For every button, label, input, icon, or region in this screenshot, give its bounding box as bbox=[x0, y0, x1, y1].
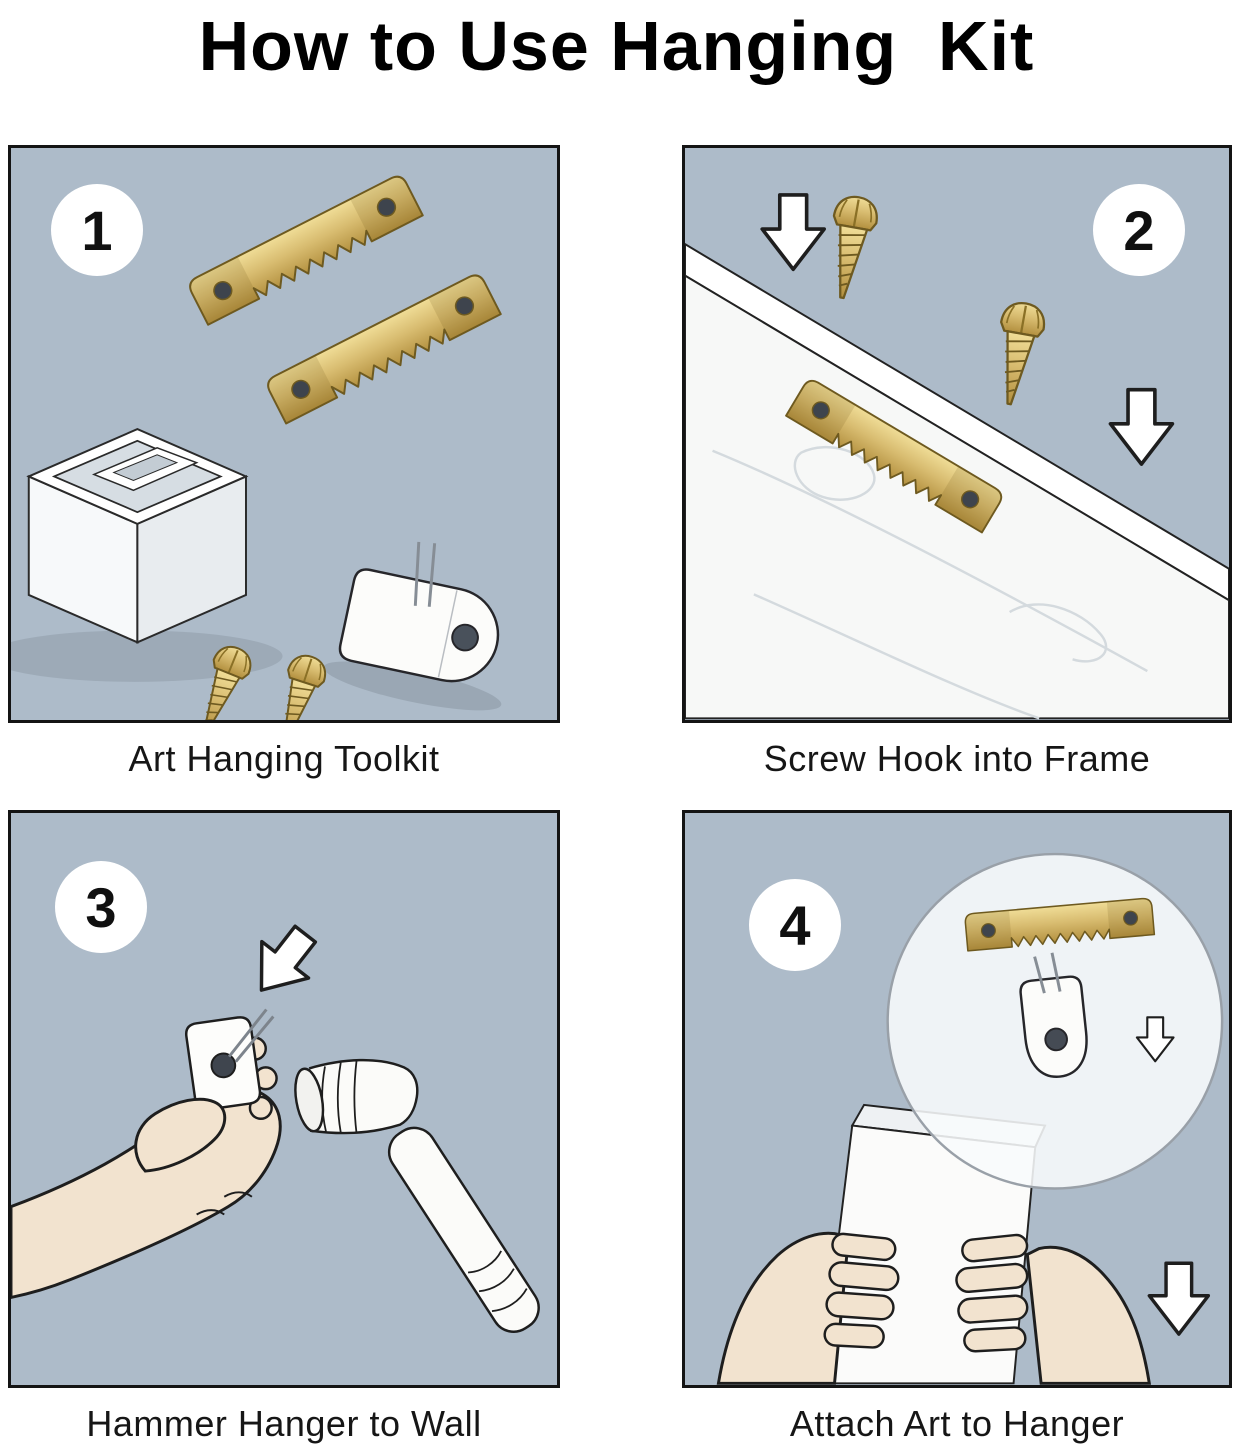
thumb-illustration bbox=[134, 1098, 227, 1173]
screw-icon bbox=[819, 192, 882, 303]
screw-icon bbox=[296, 717, 359, 720]
panel-1-box: 1 bbox=[8, 145, 560, 723]
step-2-badge: 2 bbox=[1093, 184, 1185, 276]
down-arrow-icon bbox=[760, 193, 827, 272]
toolkit-illustration bbox=[11, 172, 502, 720]
hammer-icon bbox=[294, 1059, 540, 1334]
panel-step-2: 2 Screw Hook into Frame bbox=[682, 145, 1232, 780]
panel-step-3: 3 Hammer Hanger to Wall bbox=[8, 810, 560, 1445]
screw-icon bbox=[986, 298, 1049, 409]
panel-4-caption: Attach Art to Hanger bbox=[789, 1403, 1125, 1445]
wall-hook-icon bbox=[323, 541, 502, 711]
left-hand-illustration bbox=[716, 1232, 900, 1385]
panel-3-caption: Hammer Hanger to Wall bbox=[86, 1403, 482, 1445]
step-4-badge: 4 bbox=[749, 879, 841, 972]
sawtooth-hanger-icon bbox=[185, 172, 424, 326]
down-left-arrow-icon bbox=[236, 914, 331, 1011]
panel-2-caption: Screw Hook into Frame bbox=[763, 738, 1151, 779]
down-arrow-icon bbox=[1147, 1261, 1211, 1337]
panel-4-box: 4 bbox=[682, 810, 1232, 1389]
screw-into-frame-illustration bbox=[685, 192, 1229, 720]
steps-grid: 1 Art Hanging Toolkit 2 Sc bbox=[8, 145, 1233, 1445]
down-arrow-icon bbox=[1108, 387, 1175, 466]
wall-hook-icon bbox=[1019, 952, 1088, 1079]
panel-step-1: 1 Art Hanging Toolkit bbox=[8, 145, 560, 780]
panel-1-caption: Art Hanging Toolkit bbox=[128, 738, 440, 779]
attach-art-illustration bbox=[716, 853, 1224, 1385]
page-title: How to Use Hanging Kit bbox=[198, 7, 1035, 85]
step-1-badge: 1 bbox=[51, 184, 143, 276]
right-hand-illustration bbox=[955, 1233, 1152, 1385]
storage-box-icon bbox=[11, 427, 283, 682]
hammer-to-wall-illustration bbox=[11, 914, 540, 1334]
panel-step-4: 4 Attach Art to Hanger bbox=[682, 810, 1232, 1445]
panel-2-box: 2 bbox=[682, 145, 1232, 723]
panel-3-box: 3 bbox=[8, 810, 560, 1389]
sawtooth-hanger-icon bbox=[263, 270, 502, 425]
step-3-badge: 3 bbox=[55, 861, 147, 954]
wall-hanger-plate-icon bbox=[184, 1008, 275, 1111]
